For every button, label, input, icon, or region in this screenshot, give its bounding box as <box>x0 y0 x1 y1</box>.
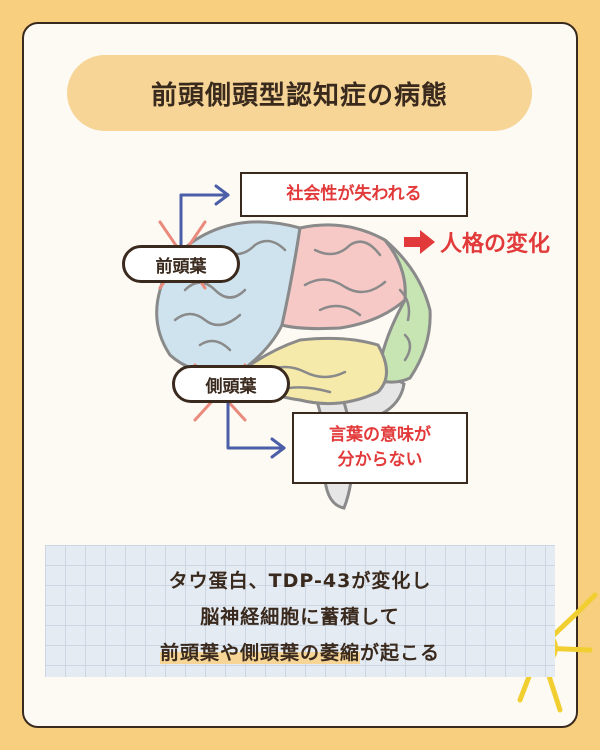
parietal-lobe <box>280 223 407 331</box>
summary-highlight: 前頭葉や側頭葉の萎縮 <box>159 642 360 664</box>
label-temporal-lobe: 側頭葉 <box>172 365 290 403</box>
summary-line-3-rest: が起こる <box>360 642 441 664</box>
page-title: 前頭側頭型認知症の病態 <box>150 80 448 111</box>
arrow-right-icon <box>179 184 230 249</box>
arrow-right-icon <box>226 398 286 459</box>
effect-personality-text: 人格の変化 <box>440 232 551 257</box>
label-frontal-lobe: 前頭葉 <box>122 245 240 283</box>
summary-line-2: 脳神経細胞に蓄積して <box>200 606 400 628</box>
effect-social-text: 社会性が失われる <box>286 183 422 204</box>
summary-text: タウ蛋白、TDP-43が変化し 脳神経細胞に蓄積して 前頭葉や側頭葉の萎縮が起こ… <box>45 563 555 671</box>
effect-language: 言葉の意味が 分からない <box>292 412 468 484</box>
effect-language-line2: 分からない <box>337 450 423 470</box>
summary-line-3: 前頭葉や側頭葉の萎縮が起こる <box>45 635 555 671</box>
summary-line-1: タウ蛋白、TDP-43が変化し <box>168 570 432 592</box>
brain-folds <box>173 239 412 394</box>
effect-personality: 人格の変化 <box>402 226 550 258</box>
label-frontal-lobe-text: 前頭葉 <box>155 256 207 277</box>
arrow-right-icon <box>404 230 435 254</box>
effect-social: 社会性が失われる <box>240 172 468 217</box>
title-banner: 前頭側頭型認知症の病態 <box>67 55 532 131</box>
effect-language-line1: 言葉の意味が <box>329 424 431 445</box>
label-temporal-lobe-text: 側頭葉 <box>205 376 257 397</box>
